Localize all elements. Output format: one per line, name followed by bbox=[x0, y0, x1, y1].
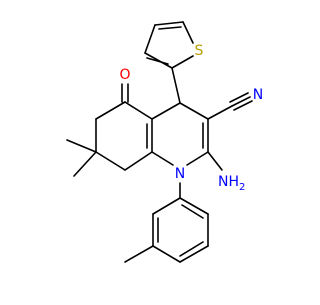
bond bbox=[124, 101, 153, 120]
oxygen-label: O bbox=[119, 67, 130, 83]
bond bbox=[186, 151, 209, 166]
bond bbox=[151, 102, 181, 120]
amine-bond bbox=[207, 151, 223, 171]
bond bbox=[73, 151, 97, 177]
bond bbox=[182, 21, 194, 44]
bond bbox=[229, 92, 249, 103]
nitrile-nitrogen-label: N bbox=[253, 87, 263, 103]
bond bbox=[154, 21, 184, 26]
ketone bbox=[121, 83, 129, 103]
cyclohexenone-ring bbox=[95, 101, 153, 171]
dihydropyridine-ring bbox=[151, 102, 209, 166]
bond bbox=[95, 151, 126, 171]
bond bbox=[152, 197, 181, 215]
bond bbox=[152, 245, 181, 263]
bond bbox=[124, 151, 153, 171]
amine-subscript: 2 bbox=[239, 182, 245, 193]
bond bbox=[95, 101, 126, 120]
bond bbox=[179, 197, 209, 215]
amine-nh: NH bbox=[218, 174, 239, 190]
nitrile bbox=[207, 92, 253, 120]
amine-label: NH2 bbox=[218, 174, 245, 193]
bond bbox=[179, 102, 209, 120]
bond bbox=[151, 151, 174, 166]
bond bbox=[66, 139, 97, 153]
tolyl-ring bbox=[124, 197, 209, 263]
bond bbox=[158, 26, 182, 30]
bond bbox=[144, 24, 156, 54]
bond bbox=[179, 241, 204, 257]
bond bbox=[171, 67, 181, 104]
bond bbox=[207, 105, 233, 120]
structure-canvas: O N S N NH2 bbox=[66, 21, 263, 263]
bond bbox=[231, 96, 251, 107]
molecule-diagram: O N S N NH2 bbox=[66, 21, 263, 263]
bond bbox=[181, 204, 204, 219]
bond bbox=[179, 245, 209, 263]
ring-nitrogen-label: N bbox=[175, 166, 185, 182]
bond bbox=[233, 100, 253, 111]
bond bbox=[146, 57, 169, 65]
methyl-bond bbox=[124, 245, 154, 263]
bond bbox=[171, 55, 194, 69]
sulfur-label: S bbox=[195, 43, 204, 59]
gem-dimethyl bbox=[66, 139, 97, 177]
thiophene-ring bbox=[144, 21, 194, 104]
